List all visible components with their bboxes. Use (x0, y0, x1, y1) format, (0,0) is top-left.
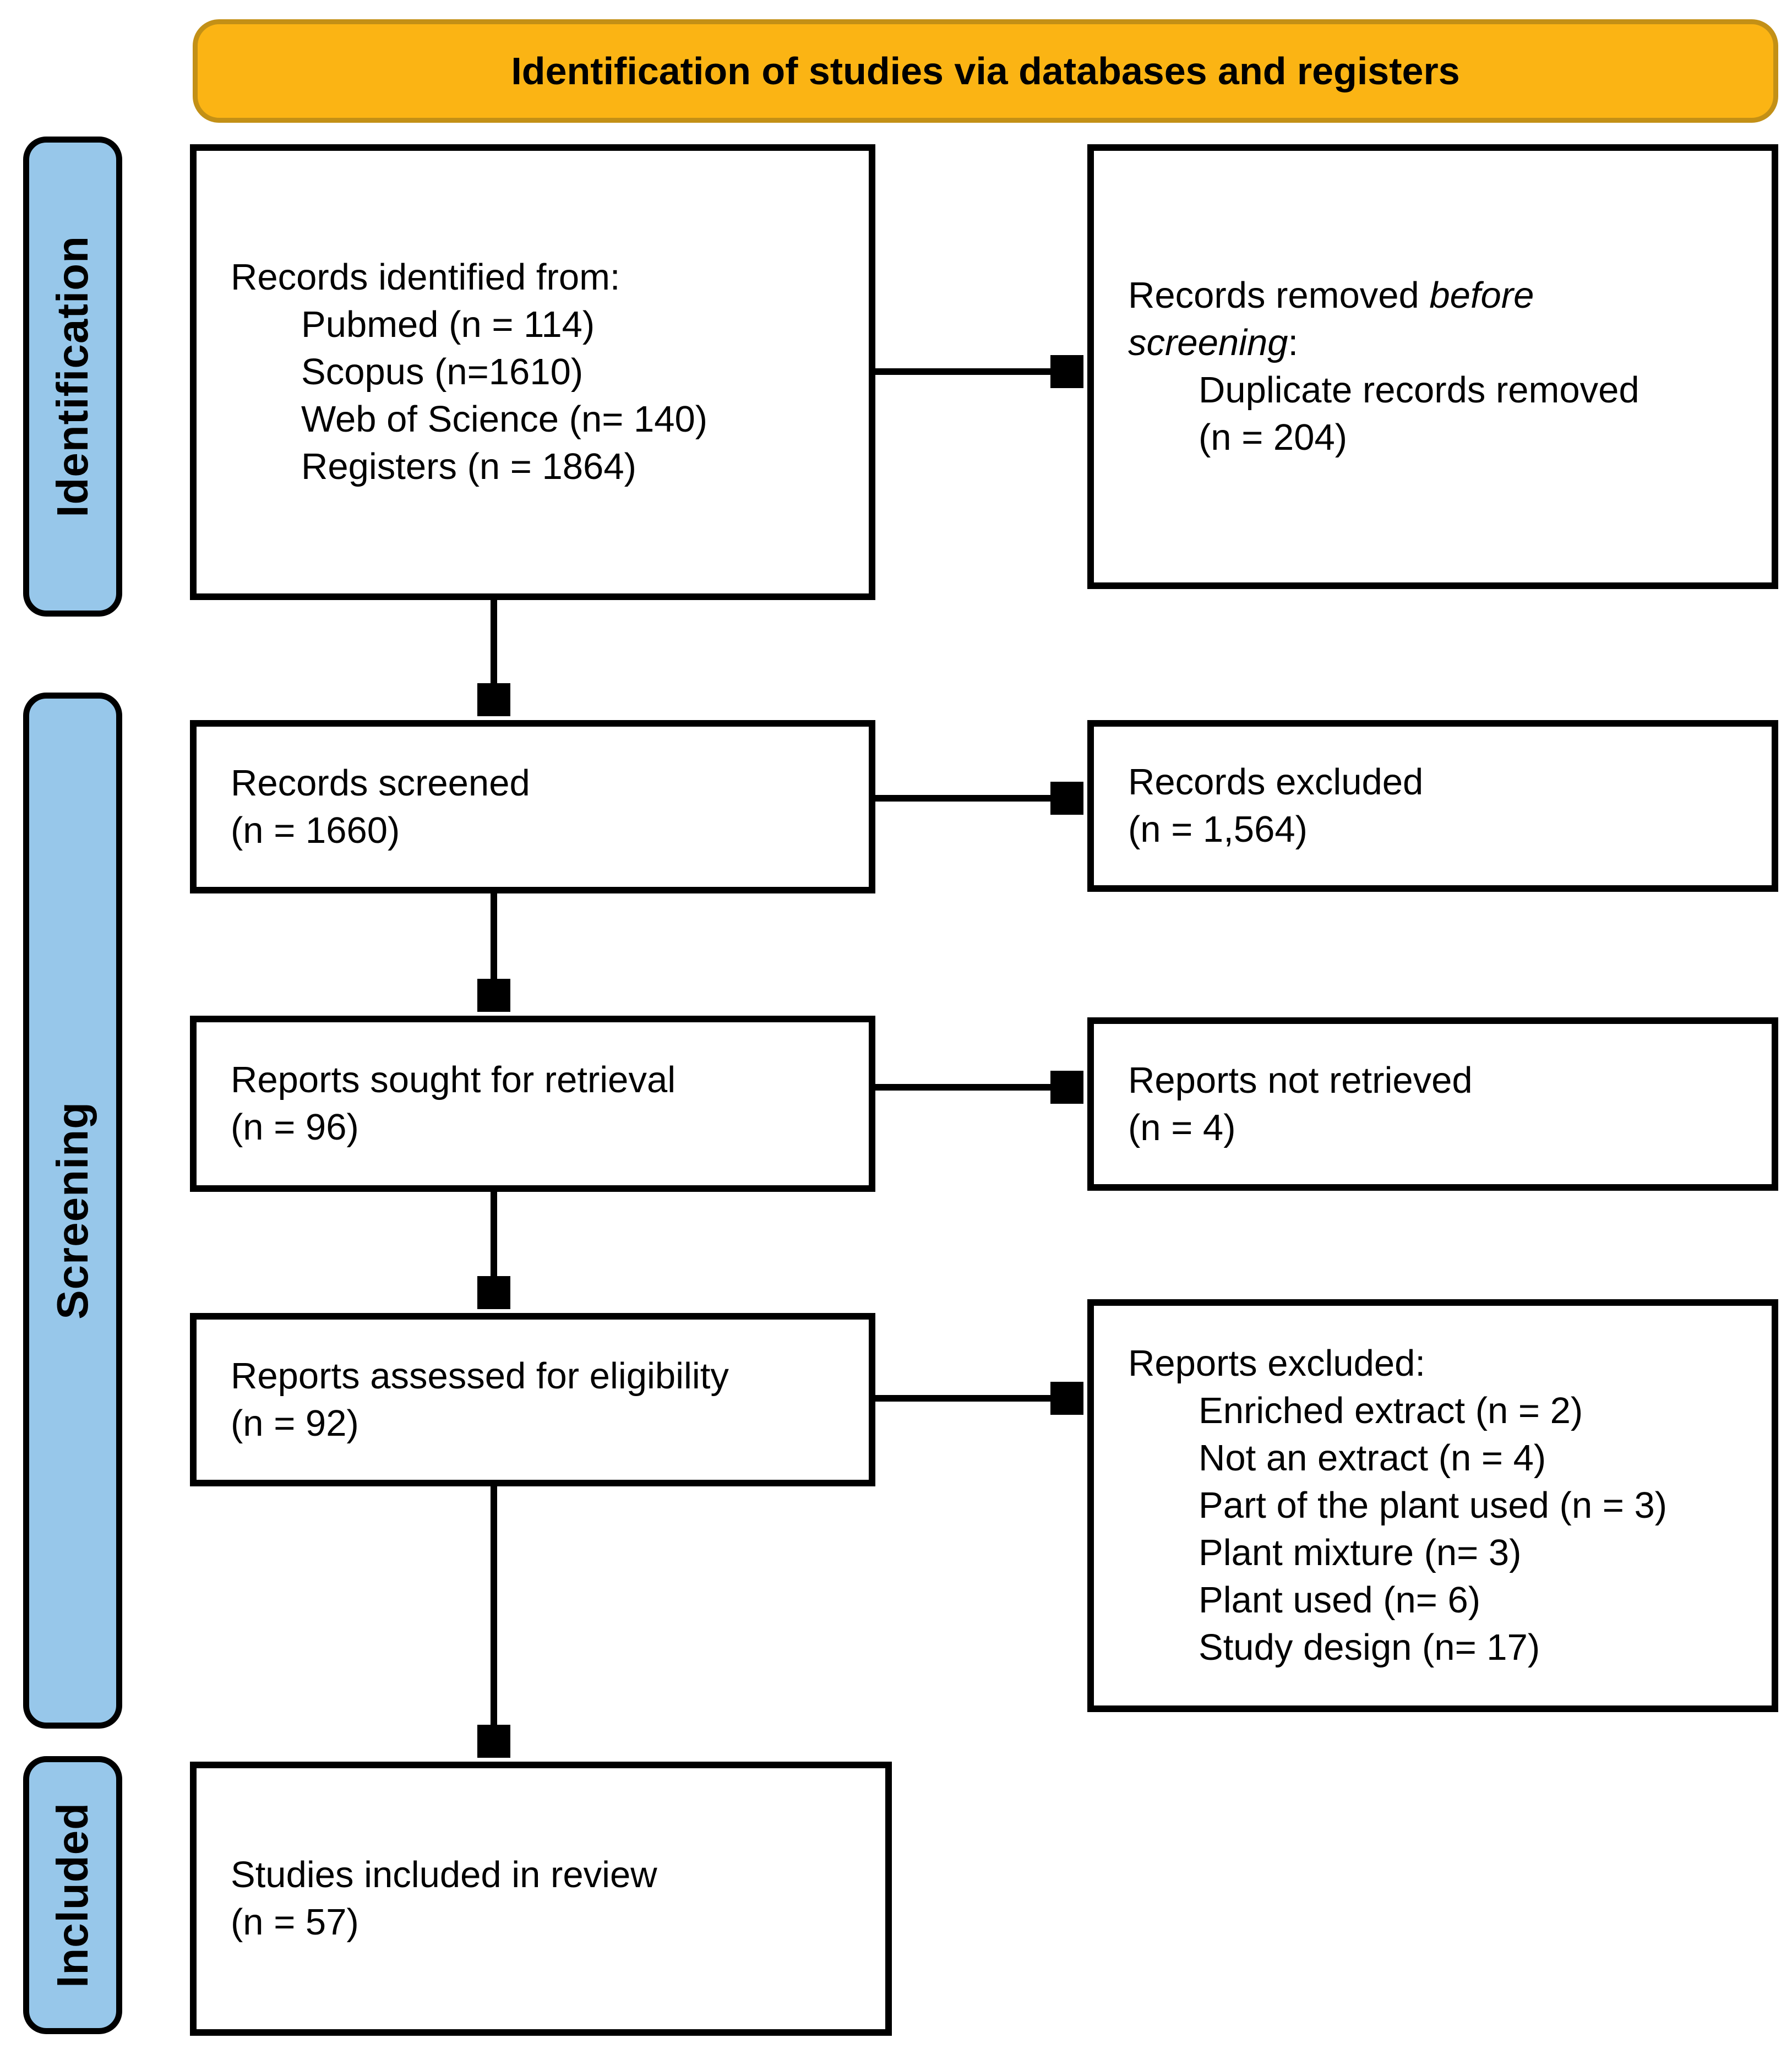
banner-title: Identification of studies via databases … (193, 19, 1778, 123)
box-text-line: screening: (1128, 322, 1299, 363)
box-text-line: Reports sought for retrieval (231, 1059, 676, 1100)
box-text-line: Part of the plant used (n = 3) (1199, 1485, 1668, 1526)
box-text-line: (n = 96) (231, 1107, 359, 1148)
box-reports-not-retrieved: Reports not retrieved (n = 4) (1087, 1017, 1778, 1191)
box-text-line: (n = 4) (1128, 1107, 1236, 1148)
box-reports-assessed-for-eligibility: Reports assessed for eligibility (n = 92) (190, 1313, 875, 1486)
stage-label-included: Included (23, 1756, 122, 2034)
box-text-line: Records identified from: (231, 257, 620, 298)
box-text-line: Registers (n = 1864) (301, 446, 636, 487)
box-text-line: Plant mixture (n= 3) (1199, 1532, 1522, 1573)
box-text-line: Reports not retrieved (1128, 1059, 1473, 1101)
box-text-line: Studies included in review (231, 1854, 657, 1895)
box-records-identified: Records identified from: Pubmed (n = 114)… (190, 144, 875, 600)
box-text-line: Web of Science (n= 140) (301, 399, 708, 440)
box-text-line: Reports excluded: (1128, 1343, 1426, 1384)
box-text-line: Enriched extract (n = 2) (1199, 1390, 1583, 1431)
box-reports-excluded-reasons: Reports excluded: Enriched extract (n = 2… (1087, 1299, 1778, 1712)
box-records-screened: Records screened (n = 1660) (190, 720, 875, 893)
stage-label-screening: Screening (23, 693, 122, 1729)
box-text-line: Plant used (n= 6) (1199, 1579, 1481, 1621)
stage-label-identification: Identification (23, 137, 122, 617)
box-records-excluded: Records excluded (n = 1,564) (1087, 720, 1778, 892)
box-text-line: (n = 204) (1199, 417, 1348, 458)
box-records-removed-before-screening: Records removed before screening: Duplicat… (1087, 144, 1778, 589)
banner-title-text: Identification of studies via databases … (511, 50, 1460, 92)
box-text-line: Duplicate records removed (1199, 369, 1640, 411)
box-text-line: Scopus (n=1610) (301, 351, 584, 393)
box-text-line: Pubmed (n = 114) (301, 304, 595, 345)
box-text-line: (n = 92) (231, 1402, 359, 1444)
box-text-line: (n = 57) (231, 1901, 359, 1943)
box-reports-sought-for-retrieval: Reports sought for retrieval (n = 96) (190, 1016, 875, 1192)
box-text-line: Reports assessed for eligibility (231, 1355, 729, 1397)
box-studies-included-in-review: Studies included in review (n = 57) (190, 1762, 892, 2036)
box-text-line: (n = 1660) (231, 809, 400, 851)
box-text-line: Study design (n= 17) (1199, 1627, 1540, 1668)
stage-label-text: Included (48, 1802, 97, 1988)
box-text-line: Not an extract (n = 4) (1199, 1437, 1546, 1479)
stage-label-text: Identification (48, 236, 97, 517)
box-text-line: Records screened (231, 762, 530, 804)
stage-label-text: Screening (48, 1102, 97, 1320)
box-text-line: Records removed before (1128, 275, 1534, 316)
box-text-line: Records excluded (1128, 761, 1424, 803)
box-text-line: (n = 1,564) (1128, 809, 1308, 850)
